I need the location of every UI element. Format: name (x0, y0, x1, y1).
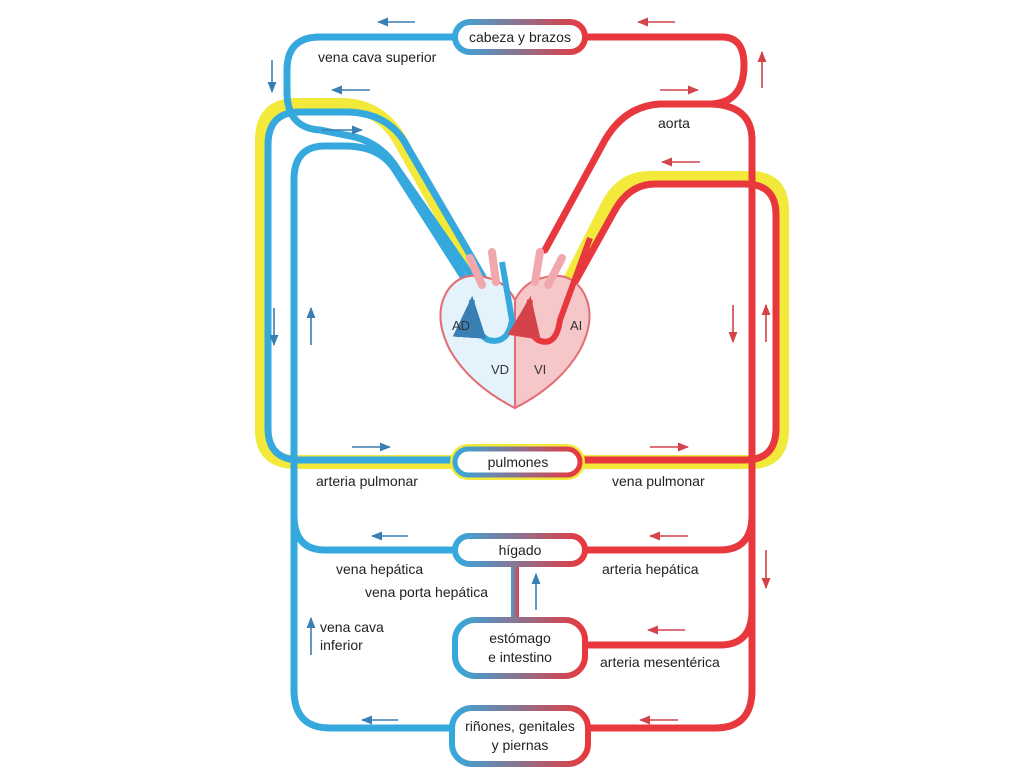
lungs-label: pulmones (488, 454, 549, 470)
venous-flow-arrows (267, 17, 541, 725)
aorta-label: aorta (658, 115, 690, 131)
descending-aorta (581, 100, 756, 732)
venous-vessels (264, 33, 504, 732)
kidneys-label-line2: y piernas (492, 737, 549, 753)
hepatic-portal-vein-label: vena porta hepática (365, 584, 488, 600)
pulmonary-vein (561, 180, 780, 464)
head-arms-label: cabeza y brazos (469, 29, 571, 45)
right-atrium-label: AD (452, 318, 470, 333)
organ-liver: hígado (452, 533, 588, 567)
organ-lungs: pulmones (450, 444, 585, 480)
inferior-vena-cava-label-line2: inferior (320, 637, 363, 653)
organ-kidneys-genitals-legs: riñones, genitales y piernas (449, 705, 591, 767)
stomach-label-line2: e intestino (488, 649, 552, 665)
aorta-upper (541, 33, 748, 254)
superior-vena-cava-label: vena cava superior (318, 49, 437, 65)
stomach-label-line1: estómago (489, 630, 551, 646)
inferior-vena-cava-label-line1: vena cava (320, 619, 384, 635)
mesenteric-artery-label: arteria mesentérica (600, 654, 720, 670)
pulmonary-circuit-highlight (255, 98, 789, 469)
kidneys-label-line1: riñones, genitales (465, 718, 575, 734)
hepatic-artery (581, 511, 756, 554)
right-ventricle-label: VD (491, 362, 509, 377)
pulmonary-artery-label: arteria pulmonar (316, 473, 418, 489)
mesenteric-artery (581, 606, 756, 649)
liver-label: hígado (499, 542, 542, 558)
hepatic-vein-label: vena hepática (336, 561, 423, 577)
pulmonary-artery (264, 108, 504, 464)
heart: AD AI VD VI (439, 236, 593, 410)
superior-vena-cava (283, 33, 492, 304)
hepatic-portal-vein (511, 562, 519, 624)
pulmonary-vein-label: vena pulmonar (612, 473, 705, 489)
left-ventricle-label: VI (534, 362, 546, 377)
organ-head-arms: cabeza y brazos (452, 19, 588, 55)
heart-right-side (439, 274, 516, 410)
left-atrium-label: AI (570, 318, 582, 333)
left-heart-flow-arrow (507, 236, 593, 345)
organ-stomach-intestine: estómago e intestino (452, 617, 588, 679)
hepatic-vein (290, 511, 459, 554)
inferior-vena-cava (290, 142, 482, 732)
arterial-vessels (541, 33, 780, 732)
arterial-flow-arrows (636, 17, 771, 725)
hepatic-artery-label: arteria hepática (602, 561, 699, 577)
